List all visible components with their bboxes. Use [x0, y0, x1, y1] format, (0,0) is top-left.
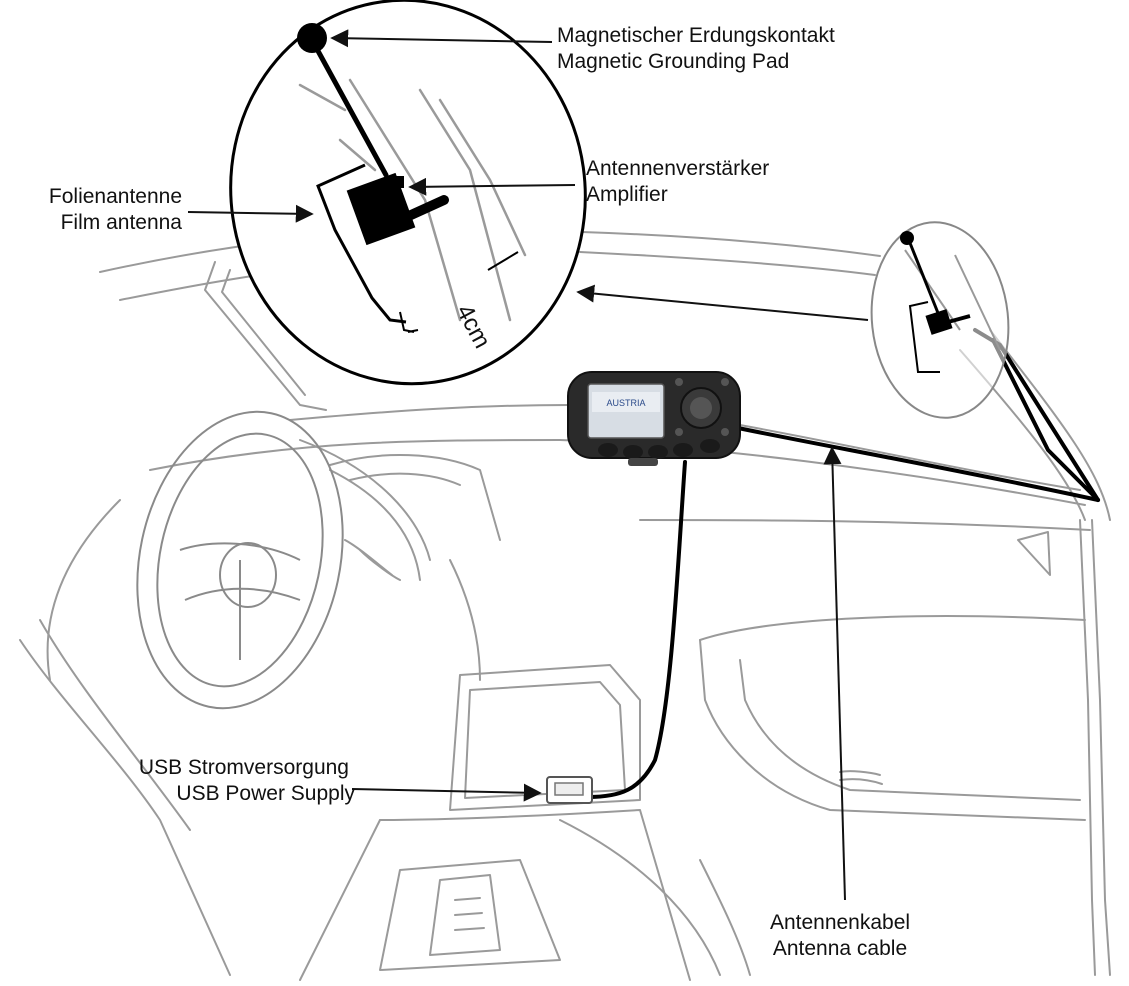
grounding-pad-dot [297, 23, 327, 53]
label-amplifier-en: Amplifier [586, 183, 668, 206]
arrow-film-antenna [187, 204, 314, 223]
callout-arrows [187, 29, 846, 901]
label-film-antenna-en: Film antenna [60, 211, 182, 234]
label-grounding-pad-de: Magnetischer Erdungskontakt [557, 24, 835, 47]
arrow-amplifier [408, 177, 576, 196]
small-inset-circle [870, 221, 1010, 419]
label-usb-power-en: USB Power Supply [176, 782, 355, 805]
dab-receiver-device: AUSTRIA [567, 371, 741, 466]
steering-wheel [136, 410, 344, 710]
label-grounding-pad-en: Magnetic Grounding Pad [557, 50, 790, 73]
inset-to-detail-arrow [576, 284, 869, 321]
label-antenna-cable-de: Antennenkabel [769, 911, 911, 934]
label-usb-power-de: USB Stromversorgung [138, 756, 349, 779]
label-film-antenna-de: Folienantenne [48, 185, 182, 208]
arrow-grounding-pad [330, 29, 553, 48]
detail-circle: 4cm [229, 0, 587, 386]
label-usb-power: USB Stromversorgung USB Power Supply [60, 755, 355, 807]
usb-cable-line [586, 460, 687, 799]
arrow-usb-power [351, 783, 542, 802]
label-amplifier-de: Antennenverstärker [586, 157, 770, 180]
arrow-antenna-cable [823, 446, 846, 901]
label-grounding-pad: Magnetischer Erdungskontakt Magnetic Gro… [557, 23, 835, 75]
usb-port [546, 776, 593, 804]
label-amplifier: Antennenverstärker Amplifier [586, 156, 769, 208]
label-antenna-cable-en: Antenna cable [772, 937, 908, 960]
label-antenna-cable: Antennenkabel Antenna cable [740, 910, 940, 962]
device-screen-text: AUSTRIA [606, 398, 645, 408]
label-film-antenna: Folienantenne Film antenna [8, 184, 182, 236]
